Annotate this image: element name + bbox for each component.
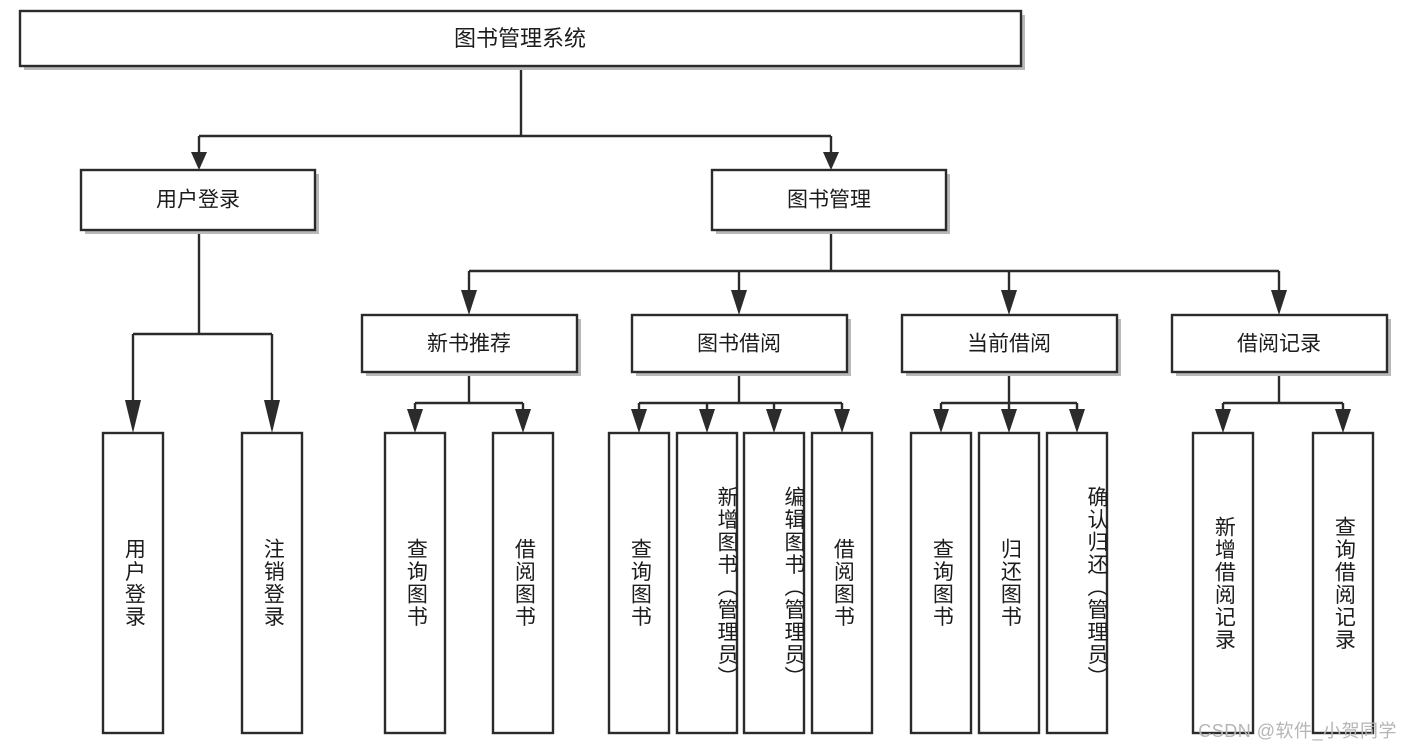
arrowhead-borrow-leaf-4 bbox=[834, 409, 850, 433]
arrowhead-l3-3 bbox=[1001, 290, 1017, 315]
root-box[interactable] bbox=[18, 9, 1023, 68]
arrowhead-current-leaf-3 bbox=[1069, 409, 1085, 433]
arrowhead-l3-1 bbox=[461, 290, 477, 315]
node-user-login[interactable]: 用户登录 bbox=[79, 168, 319, 234]
leaf-box-book-borrow-2[interactable] bbox=[675, 431, 739, 735]
arrowhead-borrow-leaf-2 bbox=[699, 409, 715, 433]
node-borrow-record[interactable]: 借阅记录 bbox=[1170, 313, 1391, 376]
node-current-borrow[interactable]: 当前借阅 bbox=[900, 313, 1121, 376]
book-manage-box[interactable] bbox=[710, 168, 948, 232]
arrowhead-newbook-leaf-2 bbox=[515, 409, 531, 433]
arrowhead-record-leaf-1 bbox=[1215, 409, 1231, 433]
arrowhead-user-login bbox=[191, 152, 207, 170]
leaf-box-current-borrow-3[interactable] bbox=[1045, 431, 1109, 735]
leaf-box-current-borrow-1[interactable] bbox=[909, 431, 973, 735]
new-book-label: 新书推荐 bbox=[427, 333, 511, 356]
arrowhead-book-manage bbox=[823, 152, 839, 170]
user-login-box[interactable] bbox=[79, 168, 317, 232]
book-manage-label: 图书管理 bbox=[787, 189, 871, 212]
borrow-record-box[interactable] bbox=[1170, 313, 1389, 374]
arrowhead-l3-2 bbox=[731, 290, 747, 315]
arrowhead-l3-4 bbox=[1271, 290, 1287, 315]
leaf-box-book-borrow-1[interactable] bbox=[607, 431, 671, 735]
new-book-box[interactable] bbox=[360, 313, 579, 374]
arrowhead-current-leaf-2 bbox=[1001, 409, 1017, 433]
leaf-boxes-borrow-record bbox=[1191, 431, 1375, 735]
current-borrow-label: 当前借阅 bbox=[967, 333, 1051, 356]
leaf-box-new-book-1[interactable] bbox=[383, 431, 447, 735]
current-borrow-box[interactable] bbox=[900, 313, 1119, 374]
leaf-box-borrow-record-2[interactable] bbox=[1311, 431, 1375, 735]
arrowhead-borrow-leaf-1 bbox=[631, 409, 647, 433]
user-login-label: 用户登录 bbox=[156, 189, 240, 212]
node-book-borrow[interactable]: 图书借阅 bbox=[630, 313, 851, 376]
arrowhead-record-leaf-2 bbox=[1335, 409, 1351, 433]
leaf-box-current-borrow-2[interactable] bbox=[977, 431, 1041, 735]
leaf-boxes-current-borrow bbox=[909, 431, 1109, 735]
arrowhead-leaf-user-login-2 bbox=[264, 400, 280, 433]
node-root[interactable]: 图书管理系统 bbox=[18, 9, 1025, 70]
arrowhead-newbook-leaf-1 bbox=[407, 409, 423, 433]
leaf-box-book-borrow-4[interactable] bbox=[810, 431, 874, 735]
leaf-boxes-new-book bbox=[383, 431, 555, 735]
borrow-record-label: 借阅记录 bbox=[1237, 333, 1321, 356]
leaf-box-user-login-2[interactable] bbox=[240, 431, 304, 735]
leaf-boxes-book-borrow bbox=[607, 431, 874, 735]
leaf-box-book-borrow-3[interactable] bbox=[742, 431, 806, 735]
node-new-book-recommend[interactable]: 新书推荐 bbox=[360, 313, 581, 376]
book-borrow-label: 图书借阅 bbox=[697, 333, 781, 356]
book-borrow-box[interactable] bbox=[630, 313, 849, 374]
root-label: 图书管理系统 bbox=[454, 26, 586, 51]
leaf-box-borrow-record-1[interactable] bbox=[1191, 431, 1255, 735]
watermark: CSDN @软件_小贺同学 bbox=[1198, 721, 1397, 741]
leaf-box-user-login-1[interactable] bbox=[101, 431, 165, 735]
leaf-box-new-book-2[interactable] bbox=[491, 431, 555, 735]
leaf-boxes-user-login bbox=[101, 431, 304, 735]
arrowhead-borrow-leaf-3 bbox=[766, 409, 782, 433]
connector-group bbox=[125, 68, 1351, 433]
arrowhead-leaf-user-login-1 bbox=[125, 400, 141, 433]
arrowhead-current-leaf-1 bbox=[933, 409, 949, 433]
node-book-manage[interactable]: 图书管理 bbox=[710, 168, 950, 234]
